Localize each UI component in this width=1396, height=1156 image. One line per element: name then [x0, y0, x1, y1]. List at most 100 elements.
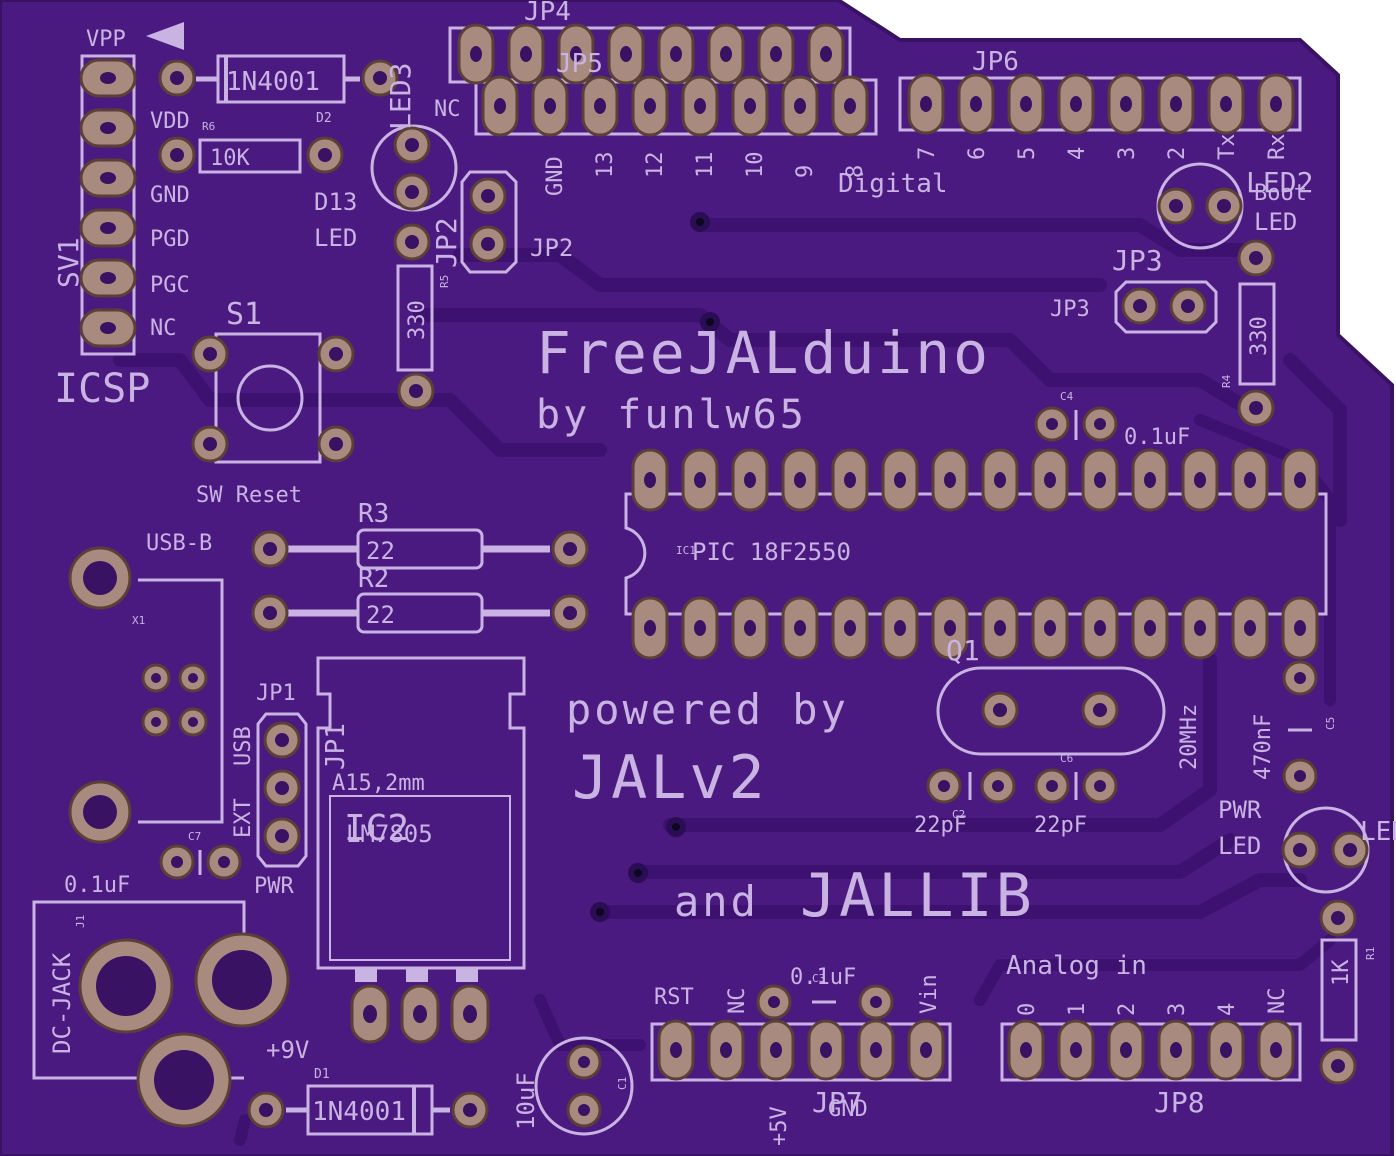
- resistor-r4: 330 R4: [1220, 239, 1276, 427]
- header-jp7: JP7 RST NC +5V GND Vin: [650, 974, 952, 1146]
- r3-value: 22: [366, 537, 395, 565]
- sw-reset-label: SW Reset: [196, 483, 302, 508]
- led2-ref: LED2: [1246, 166, 1313, 199]
- icsp-pin-vpp: VPP: [86, 27, 126, 52]
- jp6-pad-1-hole: [920, 96, 932, 112]
- d13-led-label: LED: [314, 224, 357, 252]
- jp7-pad-1-hole: [670, 1042, 682, 1058]
- ic1-top-pad-1-hole: [644, 472, 656, 488]
- jp1-ref: JP1: [321, 723, 351, 770]
- capacitor-c3: 0.1uF C3: [756, 965, 894, 1020]
- ic1-top-pad-4-hole: [794, 472, 806, 488]
- jp8-pin-label-0: 0: [1015, 1003, 1040, 1016]
- ic1-top-pad-5-hole: [844, 472, 856, 488]
- jp6-ref: JP6: [972, 47, 1019, 77]
- jp5-pad-5-hole: [694, 98, 706, 114]
- capacitor-c5: 470nF C5: [1251, 660, 1337, 794]
- jp2-ref: JP2: [430, 217, 463, 268]
- ic1-bottom-pad-14-hole: [1294, 620, 1306, 636]
- ic1-bottom-pad-11-hole: [1144, 620, 1156, 636]
- r2-ref: R2: [358, 564, 389, 594]
- jp4-pad-1-hole: [470, 46, 482, 62]
- led2-boot: LED2 Boot LED: [1156, 162, 1313, 250]
- jp6-pad-6-hole: [1170, 96, 1182, 112]
- boot-label: Boot: [1254, 181, 1307, 206]
- d1-ref: D1: [314, 1067, 330, 1082]
- capacitor-c1: 10uF C1: [512, 1036, 634, 1136]
- icsp-header: VPP VDD GND PGD PGC NC SV1 ICSP: [52, 22, 190, 412]
- c7-ref: C7: [188, 830, 201, 843]
- ic1-bottom-pad-12-hole: [1194, 620, 1206, 636]
- r5-ref: R5: [438, 275, 451, 288]
- powered-by-text: powered by: [566, 685, 849, 734]
- jp7-gnd-label: GND: [828, 1097, 868, 1122]
- jp5-pin-label-11: 11: [693, 152, 718, 179]
- ic1-top-pad-3-hole: [744, 472, 756, 488]
- jp6-pin-label-5: 5: [1015, 147, 1040, 160]
- ic1-bottom-pad-2-hole: [694, 620, 706, 636]
- jp8-pin-label-4: 4: [1215, 1003, 1240, 1016]
- vias: [590, 212, 720, 922]
- jp4-pad-3-hole: [570, 46, 582, 62]
- c2-value: 22pF: [914, 813, 967, 838]
- r1-ref: R1: [1364, 947, 1377, 960]
- sv1-ref: SV1: [52, 237, 85, 288]
- c4-value: 0.1uF: [1124, 425, 1190, 450]
- jp5-pin-label-8: 8: [843, 165, 868, 178]
- jp3-ref: JP3: [1112, 244, 1163, 277]
- jp6-pin-label-tx: Tx: [1215, 134, 1240, 161]
- jp8-pin-label-nc: NC: [1265, 988, 1290, 1015]
- icsp-pad-1-hole: [100, 72, 116, 84]
- jp5-pin-label-13: 13: [593, 152, 618, 179]
- ic1-top-pad-11-hole: [1144, 472, 1156, 488]
- dc-jack-label: DC-JACK: [48, 952, 76, 1054]
- lm7805-label: LM7805: [346, 820, 433, 848]
- icsp-title: ICSP: [54, 366, 150, 412]
- c7-value: 0.1uF: [64, 873, 130, 898]
- c6-ref: C6: [1060, 752, 1073, 765]
- led3-d13: LED3 D13 LED: [314, 63, 458, 261]
- digital-label: Digital: [838, 169, 948, 199]
- led1-pwr: PWR LED LED1: [1218, 796, 1396, 894]
- a15-label: A15,2mm: [332, 771, 425, 796]
- d13-label: D13: [314, 188, 357, 216]
- jp6-pin-label-rx: Rx: [1265, 134, 1290, 161]
- switch-s1: S1 SW Reset: [191, 297, 355, 508]
- c6-value: 22pF: [1034, 813, 1087, 838]
- d2-value: 1N4001: [226, 67, 320, 97]
- icsp-pin-gnd: GND: [150, 183, 190, 208]
- r4-ref: R4: [1220, 374, 1233, 388]
- jp8-pin-label-1: 1: [1065, 1003, 1090, 1016]
- r4-value: 330: [1247, 316, 1272, 356]
- jp1-pwr-label: PWR: [254, 874, 294, 899]
- ic1-bottom-pad-5-hole: [844, 620, 856, 636]
- jp8-pad-1-hole: [1020, 1042, 1032, 1058]
- boot-led-label: LED: [1254, 208, 1297, 236]
- c5-ref: C5: [1324, 717, 1337, 730]
- resistor-r2: 22 R2: [251, 564, 589, 634]
- and-text: and: [674, 877, 759, 926]
- jp5-pad-3-hole: [594, 98, 606, 114]
- diode-d2: 1N4001 D2: [158, 54, 399, 126]
- ic1-bottom-pad-13-hole: [1244, 620, 1256, 636]
- dc-jack-j1: DC-JACK J1 +9V: [32, 900, 309, 1128]
- jp4-pad-8-hole: [820, 46, 832, 62]
- jp6-pin-label-7: 7: [915, 147, 940, 160]
- jp7-ref: JP7: [812, 1086, 863, 1119]
- icsp-pin-nc: NC: [150, 316, 177, 341]
- board-title: FreeJALduino: [536, 319, 991, 387]
- icsp-pad-6-hole: [100, 322, 116, 334]
- jp8-pin-label-3: 3: [1165, 1003, 1190, 1016]
- jp8-pad-4-hole: [1170, 1042, 1182, 1058]
- jp5-ref: JP5: [556, 49, 603, 79]
- jumper-jp3: JP3 JP3: [1050, 244, 1218, 334]
- d2-ref: D2: [316, 111, 332, 126]
- q1-ref: Q1: [946, 634, 980, 667]
- ic1-ref: IC1: [676, 544, 696, 557]
- ic1-top-pad-14-hole: [1294, 472, 1306, 488]
- ic1-top-pad-7-hole: [944, 472, 956, 488]
- jp7-pad-4-hole: [820, 1042, 832, 1058]
